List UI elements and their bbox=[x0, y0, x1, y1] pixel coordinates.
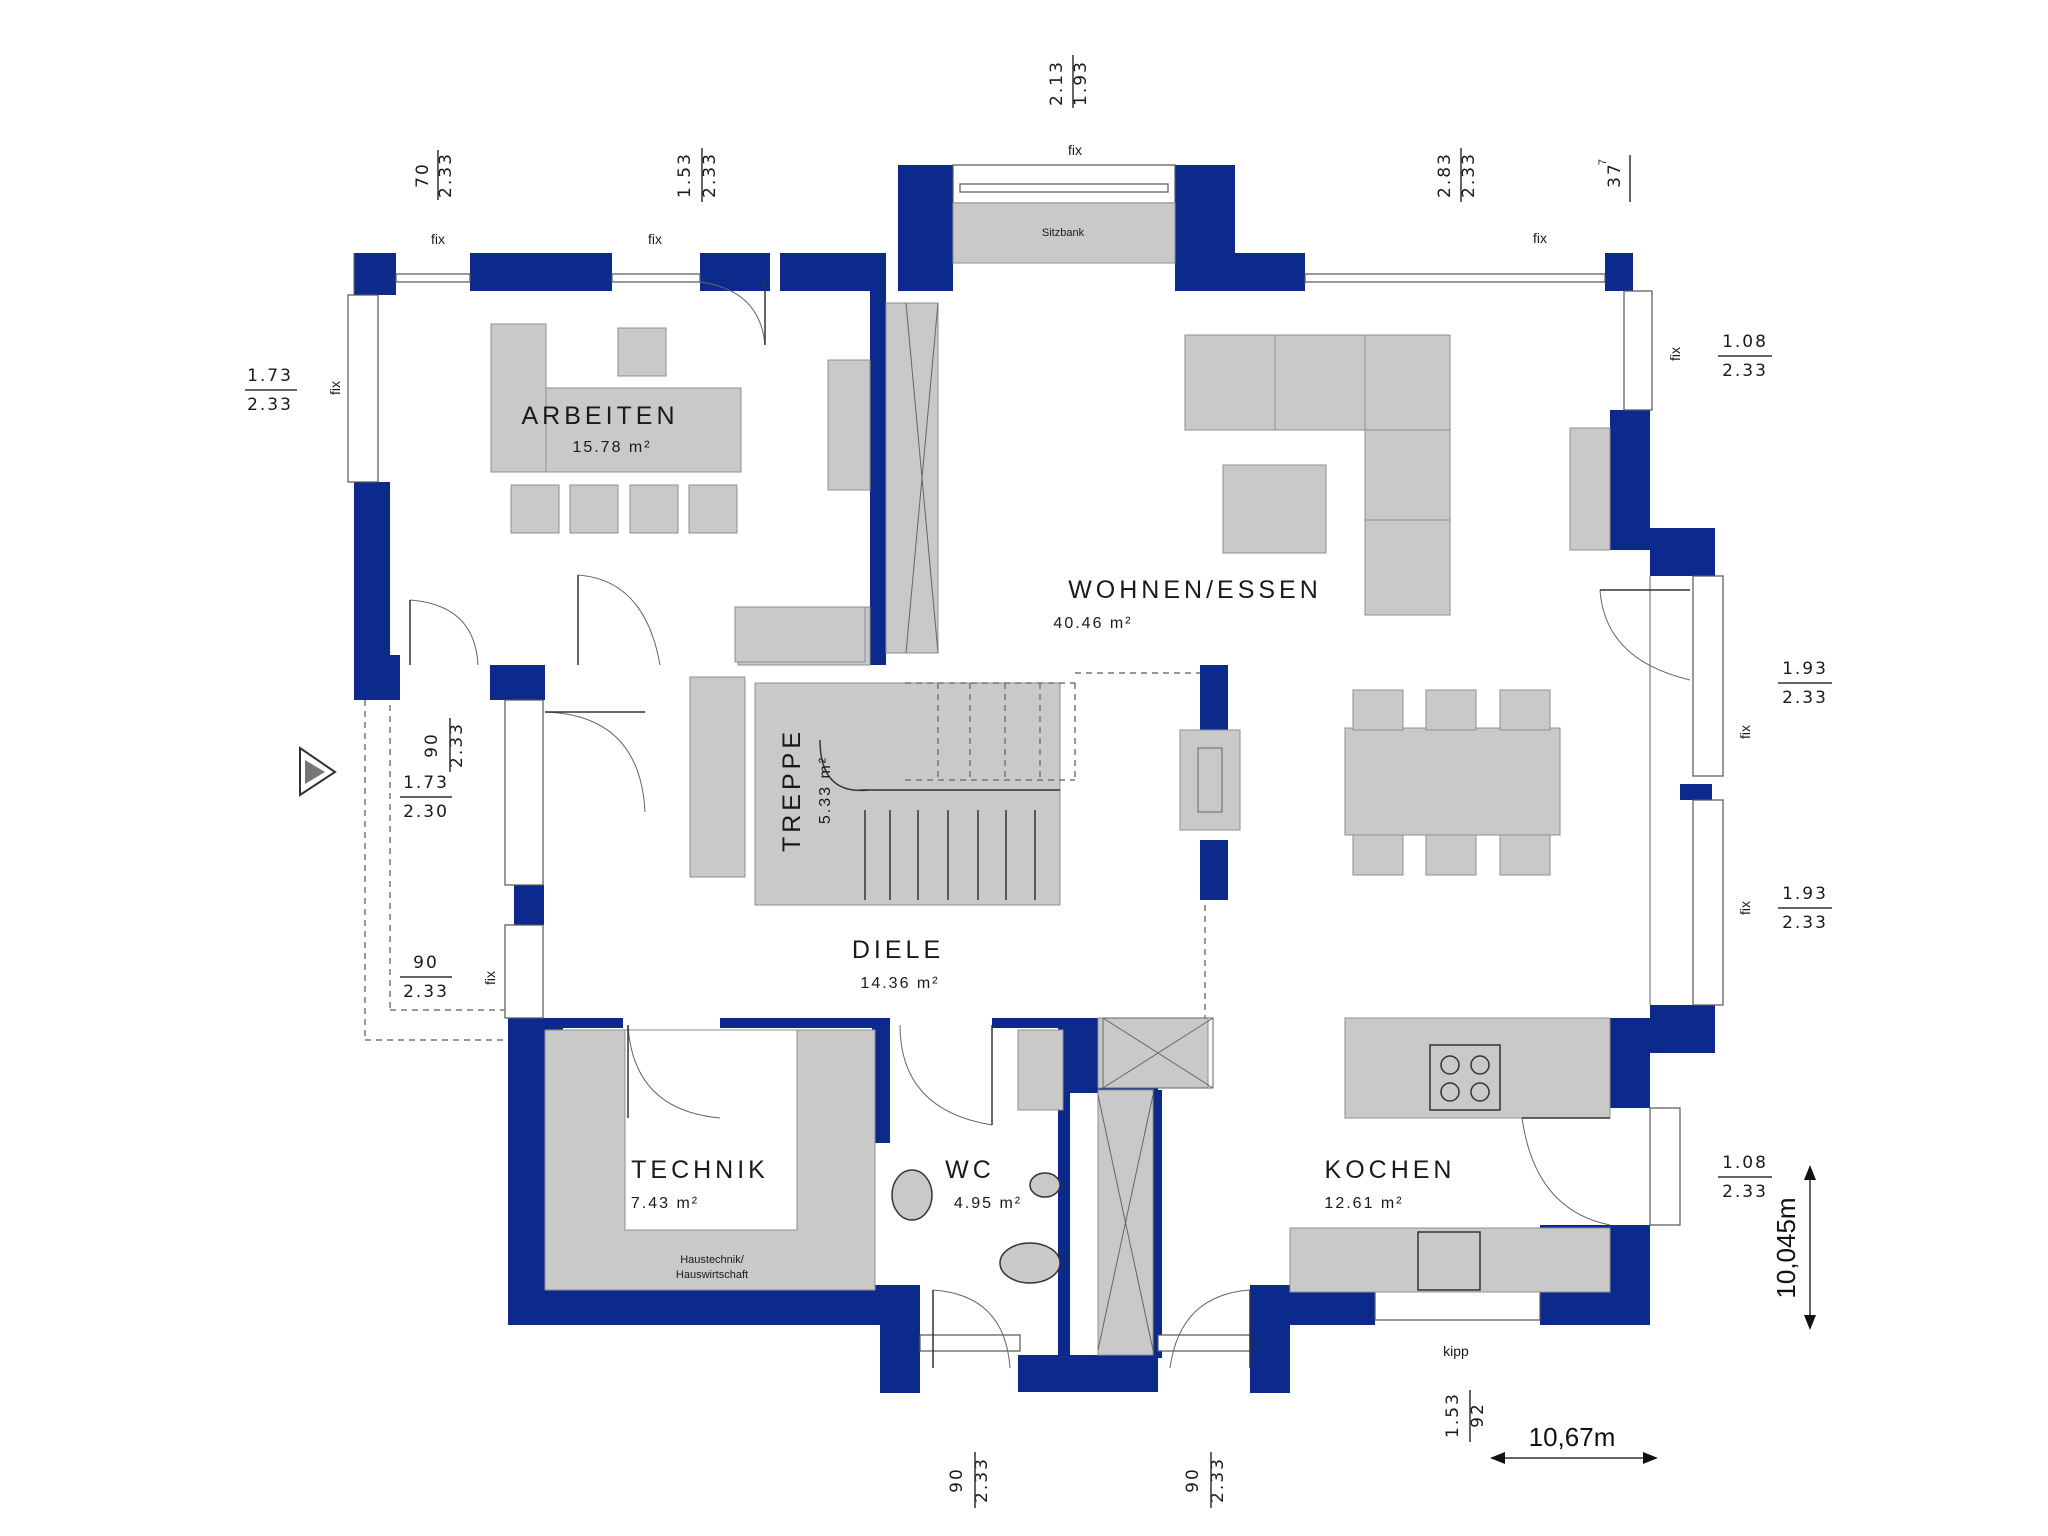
window-labels: fix fix fix fix fix fix fix fix fix kipp bbox=[327, 142, 1753, 1359]
svg-text:1.53: 1.53 bbox=[1443, 1392, 1463, 1438]
svg-text:2.33: 2.33 bbox=[1208, 1457, 1228, 1503]
svg-text:2.83: 2.83 bbox=[1435, 152, 1455, 198]
kipp-label: kipp bbox=[1443, 1343, 1469, 1359]
svg-text:1.08: 1.08 bbox=[1722, 332, 1768, 352]
svg-text:7: 7 bbox=[1597, 159, 1609, 165]
overall-depth: 10,045m bbox=[1771, 1197, 1801, 1298]
svg-text:2.33: 2.33 bbox=[1722, 361, 1768, 381]
fix-label: fix bbox=[1667, 347, 1683, 361]
doors bbox=[409, 281, 1691, 1369]
svg-text:2.30: 2.30 bbox=[403, 802, 449, 822]
room-treppe-name: TREPPE bbox=[778, 728, 806, 852]
dimension-labels: 70 2.33 1.53 2.33 2.13 1.93 2.83 2.33 37… bbox=[245, 55, 1832, 1508]
overall-width: 10,67m bbox=[1529, 1422, 1616, 1452]
svg-text:2.33: 2.33 bbox=[436, 152, 456, 198]
sitzbank-label: Sitzbank bbox=[1042, 227, 1085, 239]
svg-text:37: 37 bbox=[1605, 162, 1625, 188]
svg-text:92: 92 bbox=[1468, 1402, 1488, 1428]
room-diele-name: DIELE bbox=[852, 936, 944, 964]
room-arbeiten-area: 15.78 m² bbox=[572, 439, 651, 456]
haustechnik-label-2: Hauswirtschaft bbox=[676, 1269, 748, 1281]
svg-text:1.08: 1.08 bbox=[1722, 1153, 1768, 1173]
svg-text:2.33: 2.33 bbox=[447, 722, 467, 768]
fix-label: fix bbox=[648, 231, 662, 247]
svg-text:2.13: 2.13 bbox=[1047, 60, 1067, 106]
svg-text:1.73: 1.73 bbox=[247, 366, 293, 386]
fix-label: fix bbox=[482, 971, 498, 985]
svg-text:2.33: 2.33 bbox=[972, 1457, 992, 1503]
room-wc-name: WC bbox=[945, 1156, 995, 1184]
room-kochen-name: KOCHEN bbox=[1325, 1156, 1456, 1184]
fix-label: fix bbox=[1737, 901, 1753, 915]
fix-label: fix bbox=[1533, 230, 1547, 246]
svg-text:1.53: 1.53 bbox=[675, 152, 695, 198]
svg-text:2.33: 2.33 bbox=[700, 152, 720, 198]
svg-text:2.33: 2.33 bbox=[403, 982, 449, 1002]
svg-text:2.33: 2.33 bbox=[1459, 152, 1479, 198]
fix-label: fix bbox=[327, 381, 343, 395]
fix-label: fix bbox=[1068, 142, 1082, 158]
room-wohnen-name: WOHNEN/ESSEN bbox=[1068, 576, 1322, 604]
svg-text:1.93: 1.93 bbox=[1782, 884, 1828, 904]
room-diele-area: 14.36 m² bbox=[860, 975, 939, 992]
room-technik-area: 7.43 m² bbox=[631, 1195, 699, 1212]
room-treppe-area: 5.33 m² bbox=[817, 756, 834, 824]
svg-text:90: 90 bbox=[1183, 1467, 1203, 1493]
room-kochen-area: 12.61 m² bbox=[1324, 1195, 1403, 1212]
svg-text:1.93: 1.93 bbox=[1071, 60, 1091, 106]
room-arbeiten-name: ARBEITEN bbox=[521, 402, 678, 430]
svg-text:2.33: 2.33 bbox=[1722, 1182, 1768, 1202]
overall-dimensions: 10,67m 10,045m bbox=[1490, 1165, 1816, 1464]
fix-label: fix bbox=[1737, 725, 1753, 739]
furniture bbox=[490, 202, 1611, 1356]
svg-text:1.73: 1.73 bbox=[403, 773, 449, 793]
svg-text:90: 90 bbox=[422, 732, 442, 758]
fix-label: fix bbox=[431, 231, 445, 247]
room-wc-area: 4.95 m² bbox=[954, 1195, 1022, 1212]
room-technik-name: TECHNIK bbox=[631, 1156, 769, 1184]
svg-text:90: 90 bbox=[413, 953, 439, 973]
svg-text:2.33: 2.33 bbox=[1782, 913, 1828, 933]
stair-details bbox=[364, 302, 1214, 1351]
room-labels: ARBEITEN 15.78 m² WOHNEN/ESSEN 40.46 m² … bbox=[521, 227, 1456, 1281]
svg-text:90: 90 bbox=[947, 1467, 967, 1493]
svg-text:2.33: 2.33 bbox=[247, 395, 293, 415]
entrance-arrow-icon bbox=[299, 746, 337, 797]
haustechnik-label-1: Haustechnik/ bbox=[680, 1254, 745, 1266]
svg-text:1.93: 1.93 bbox=[1782, 659, 1828, 679]
svg-text:70: 70 bbox=[413, 162, 433, 188]
svg-text:2.33: 2.33 bbox=[1782, 688, 1828, 708]
windows bbox=[347, 164, 1724, 1352]
room-wohnen-area: 40.46 m² bbox=[1053, 615, 1132, 632]
